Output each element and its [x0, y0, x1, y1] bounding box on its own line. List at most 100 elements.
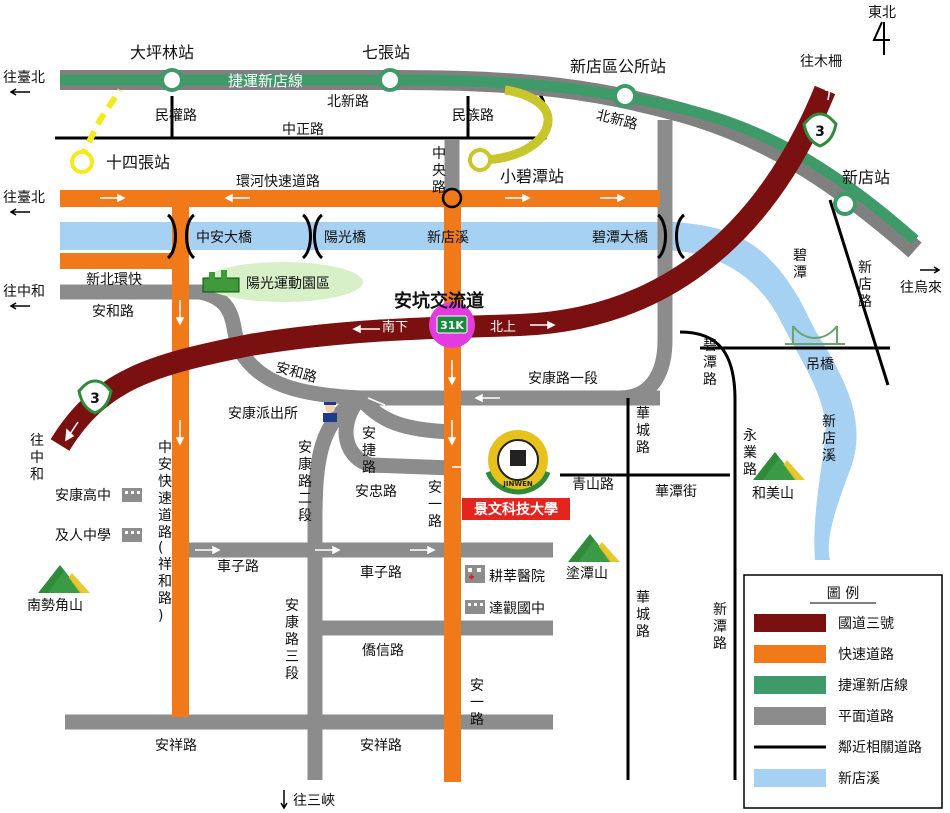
interchange-label: 安坑交流道	[394, 290, 484, 312]
hospital-label: 耕莘醫院	[489, 568, 545, 585]
surface-roads	[60, 120, 673, 780]
mountain-label-tutan: 塗潭山	[566, 565, 608, 582]
arrow-chezi-3	[410, 545, 436, 555]
road-label-anyi: 安一路	[428, 480, 442, 530]
arrow-chezi-2	[315, 545, 341, 555]
creek-label: 新店溪	[427, 230, 469, 246]
legend-swatch	[754, 645, 826, 663]
arrow-anyi-2	[447, 420, 457, 446]
legend-item: 鄰近相關道路	[754, 740, 922, 756]
road-label-anzhong: 安忠路	[355, 484, 397, 500]
road-xindian	[828, 199, 890, 386]
bridge-label-suspension: 吊橋	[806, 357, 834, 373]
park-area	[203, 262, 363, 302]
metro-layer	[60, 68, 922, 258]
labels: 東北 捷運新店線 大坪林站 七張站 新店區公所站 新店站 十四張站 小碧潭站 往…	[3, 5, 942, 810]
creek-label-vertical: 新店溪	[822, 414, 836, 464]
arrow-left-icon	[9, 88, 30, 96]
arrow-anyi-1	[447, 360, 457, 386]
freeway-layer: 3 3	[50, 80, 838, 451]
dir-taipei-1: 往臺北	[3, 70, 45, 86]
legend-item: 快速道路	[754, 645, 894, 663]
station-dapinglin[interactable]	[160, 68, 184, 92]
road-label-zhongzheng: 中正路	[282, 122, 324, 138]
road-ankang-1	[455, 120, 673, 406]
road-anzhong	[338, 392, 453, 476]
km-sign	[436, 315, 468, 334]
station-xiaobitan[interactable]	[468, 148, 492, 172]
bridge-bitan-icon	[656, 213, 686, 260]
arrow-anhe	[367, 397, 386, 406]
expressway-anyi	[444, 200, 461, 782]
bridge-label-yangguang: 陽光橋	[324, 230, 366, 246]
arrow-zhongan-1	[175, 300, 185, 326]
road-label-yongye: 永業路	[743, 428, 757, 478]
compass-label: 東北	[868, 5, 896, 21]
road-label-ankang-1: 安康路一段	[528, 370, 598, 387]
station-label-xiaobitan: 小碧潭站	[500, 167, 564, 186]
police-icon	[323, 402, 337, 422]
arrow-huanhe-2	[224, 193, 250, 203]
road-label-qiaoxin: 僑信路	[362, 643, 404, 659]
expressway-arrows	[100, 193, 626, 446]
metro-line	[60, 74, 919, 245]
school-label-daguan: 達觀國中	[489, 601, 545, 617]
university-logo-icon: JINWEN	[485, 430, 551, 495]
expressway-xinbei	[60, 253, 180, 269]
freeway-shield-bottom: 3	[77, 379, 113, 415]
school-label-jiren: 及人中學	[55, 528, 111, 544]
arrow-huanhe-1	[100, 193, 126, 203]
station-qizhang[interactable]	[378, 68, 402, 92]
metro-branch-xiaobitan	[479, 85, 553, 165]
station-label-14zhang: 十四張站	[106, 153, 170, 172]
bridge-label-zhongan: 中安大橋	[196, 230, 252, 246]
suspension-bridge-icon	[785, 325, 845, 345]
road-xintan	[679, 330, 737, 780]
legend-swatch	[754, 769, 826, 787]
legend-label: 鄰近相關道路	[838, 740, 922, 756]
school-icon	[465, 600, 485, 614]
creek-main	[60, 222, 680, 250]
interchange[interactable]: 31K	[429, 302, 475, 348]
road-label-chezi-2: 車子路	[360, 564, 402, 581]
arrow-left-icon	[9, 302, 30, 310]
station-xindian-office[interactable]	[613, 84, 637, 108]
dir-sanxia: 往三峽	[293, 793, 335, 809]
arrow-huanhe-4	[600, 193, 626, 203]
university-banner[interactable]	[462, 498, 570, 520]
road-label-anxiang: 安祥路	[155, 738, 197, 754]
freeway-arrows	[65, 80, 836, 442]
arrow-fwy-bottom	[65, 421, 79, 442]
legend-label: 捷運新店線	[838, 678, 908, 694]
station-label-dapinglin: 大坪林站	[130, 43, 194, 62]
station-xindian[interactable]	[833, 192, 857, 216]
legend-swatch	[754, 614, 826, 632]
km-label: 31K	[440, 319, 464, 332]
bridge-yangguang-icon	[301, 213, 324, 260]
expressway-huanhe	[60, 190, 660, 207]
dir-zhonghe-1: 往中和	[3, 284, 45, 300]
road-arrows	[195, 393, 500, 555]
legend-swatch	[754, 676, 826, 694]
arrow-fwy-top	[824, 80, 836, 101]
road-label-ankang-3: 安康路三段	[285, 598, 299, 682]
university-label: 景文科技大學	[474, 501, 558, 518]
station-14zhang[interactable]	[70, 150, 94, 174]
legend-item: 平面道路	[754, 707, 894, 725]
bridge-markers	[166, 213, 686, 260]
freeway-route-3	[50, 85, 836, 451]
bridge-label-bitan: 碧潭大橋	[592, 229, 648, 246]
legend-title: 圖 例	[827, 586, 859, 602]
road-label-huanhe: 環河快速道路	[236, 174, 320, 190]
bridge-zhongan-icon	[166, 213, 196, 260]
legend-label: 新店溪	[838, 771, 880, 787]
mountain-tutan-icon	[568, 534, 620, 562]
road-label-beixin: 北新路	[327, 94, 369, 110]
school-icon	[122, 488, 142, 502]
metro-branch-14zhang	[77, 88, 123, 162]
interchange-north: 北上	[490, 320, 516, 335]
legend-label: 快速道路	[838, 647, 894, 663]
road-label-huacheng-2: 華城路	[636, 590, 650, 640]
road-label-minquan: 民權路	[155, 108, 197, 124]
